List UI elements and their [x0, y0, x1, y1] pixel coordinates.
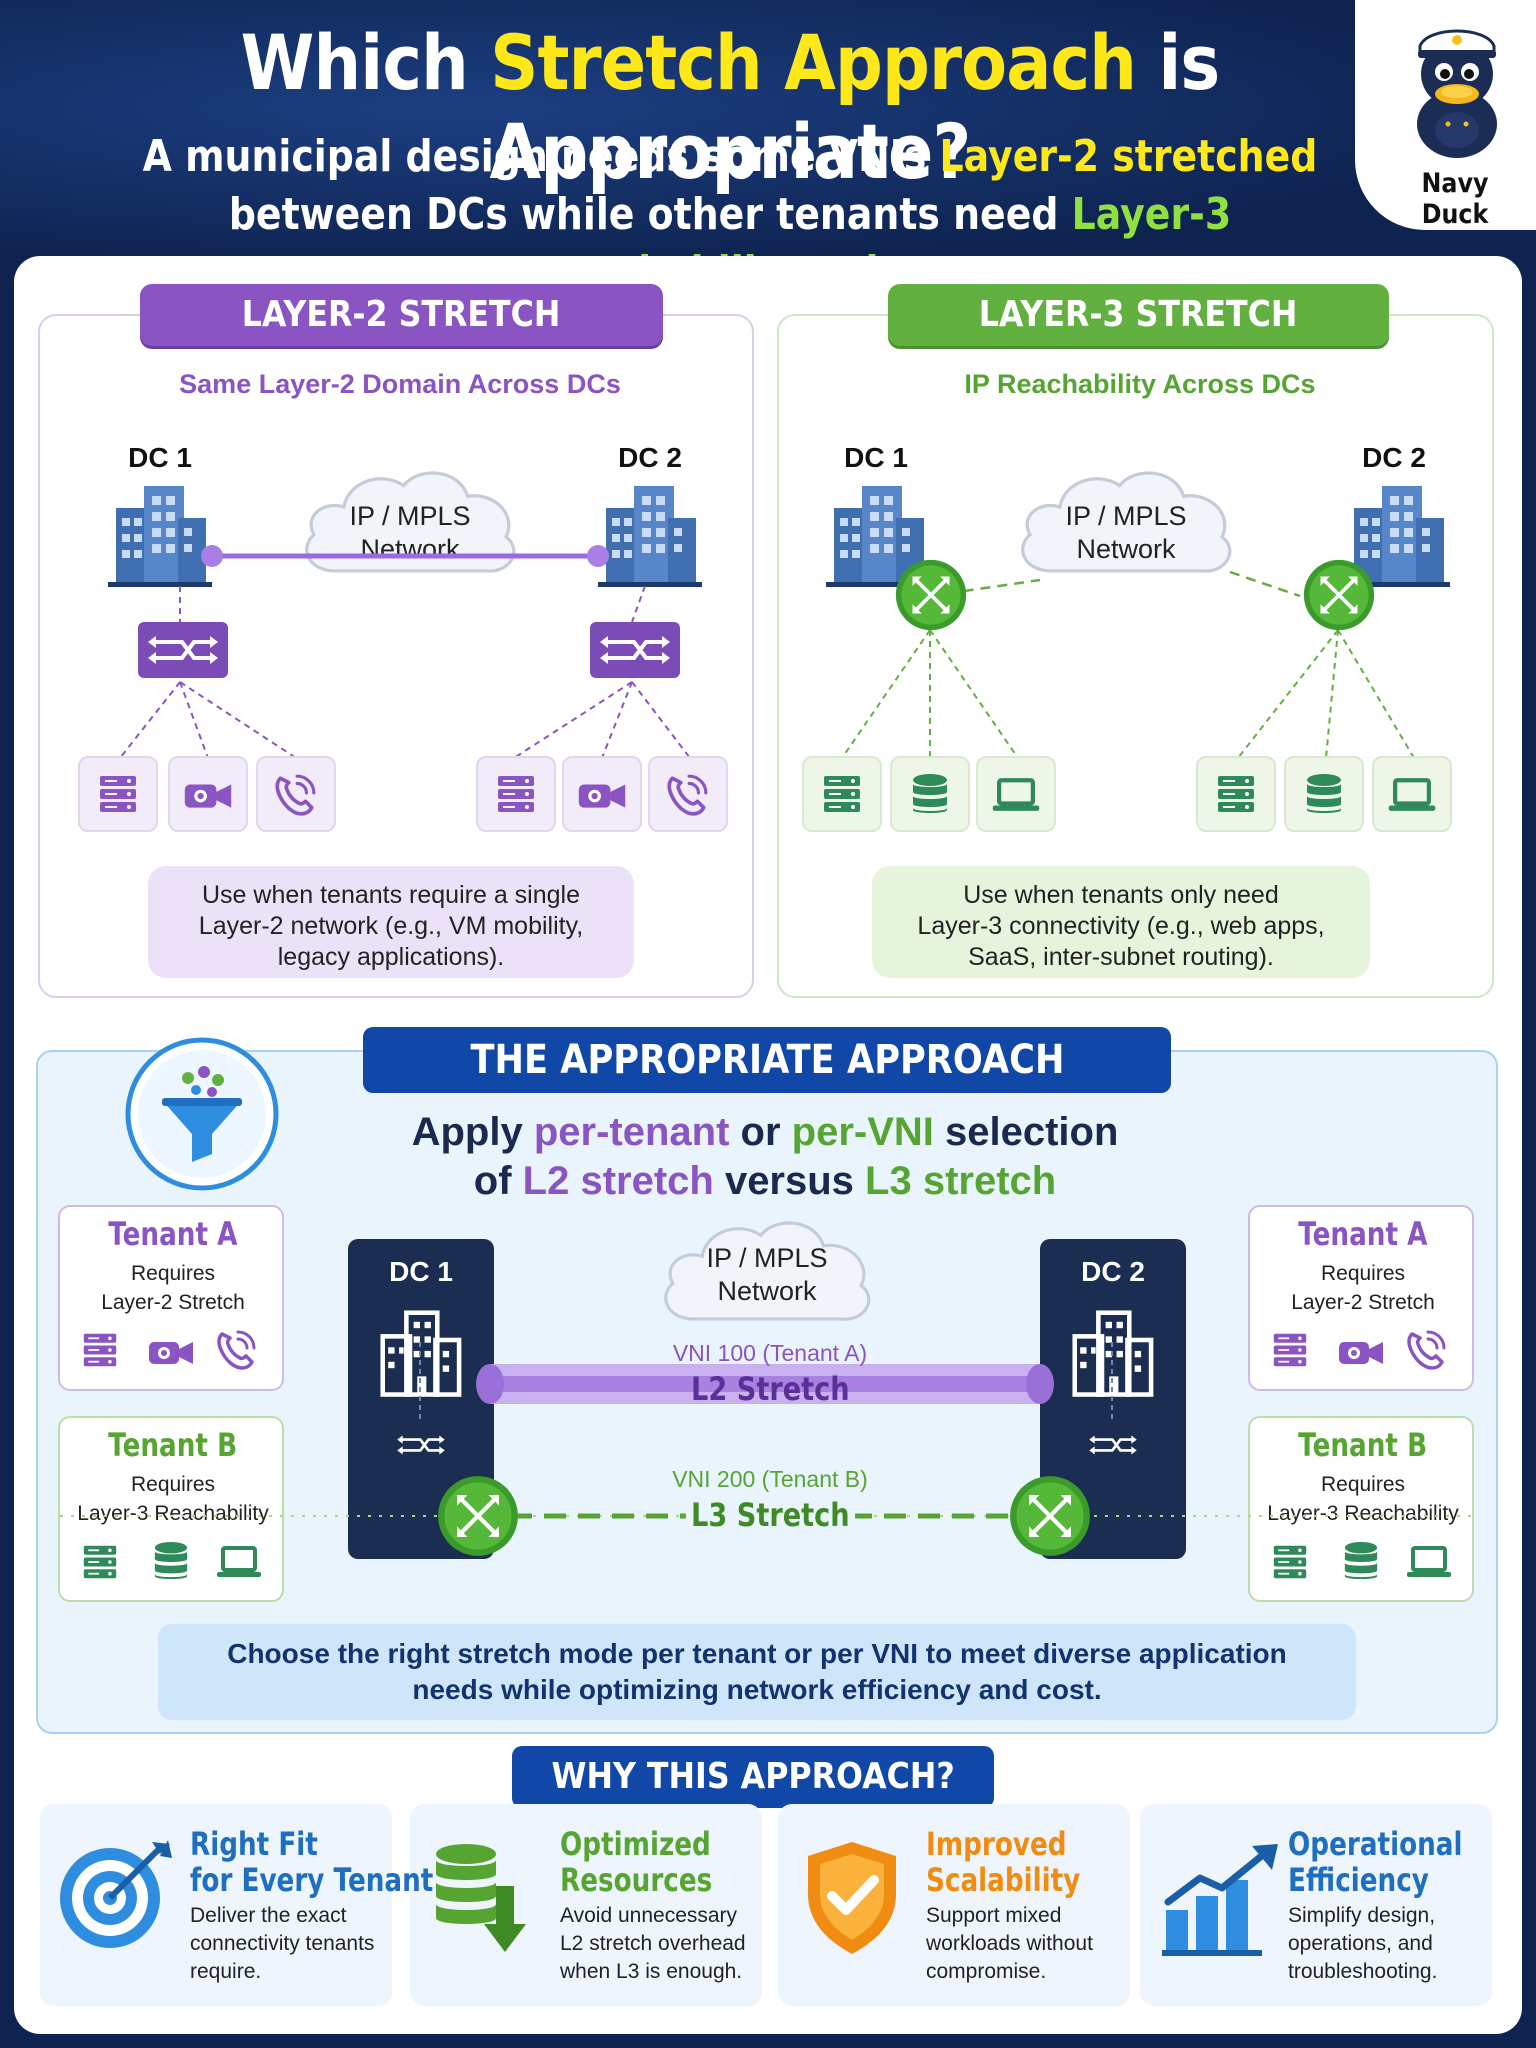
building-icon [98, 478, 216, 588]
server-icon [1272, 1330, 1308, 1370]
phone-icon [664, 772, 710, 818]
server-icon [82, 1330, 118, 1370]
growth-chart-icon [1162, 1844, 1278, 1956]
device-tile [168, 756, 248, 832]
duck-mascot-icon [1417, 29, 1497, 158]
database-down-icon [436, 1844, 526, 1952]
vni-b-label: VNI 200 (Tenant B) [672, 1466, 868, 1492]
device-tile [648, 756, 728, 832]
approach-title: THE APPROPRIATE APPROACH [363, 1027, 1171, 1093]
server-icon [822, 772, 862, 816]
switch-icon [390, 1426, 452, 1464]
server-icon [1272, 1542, 1308, 1582]
switch-icon [590, 622, 680, 678]
server-icon [496, 772, 536, 816]
approach-heading: Apply per-tenant or per-VNI selection of… [411, 1110, 1119, 1203]
phone-icon [272, 772, 318, 818]
layer3-dc1-label: DC 1 [844, 442, 908, 473]
phone-icon [1404, 1328, 1448, 1372]
target-icon [60, 1840, 172, 1948]
phone-icon [214, 1328, 258, 1372]
router-icon [436, 1474, 520, 1558]
database-icon [1304, 772, 1344, 816]
l3-stretch-label: L3 Stretch [640, 1496, 900, 1534]
l2-stretch-label: L2 Stretch [690, 1370, 850, 1408]
switch-icon [138, 622, 228, 678]
router-icon [1302, 558, 1376, 632]
database-icon [152, 1540, 190, 1582]
layer2-subtitle: Same Layer-2 Domain Across DCs [179, 369, 621, 399]
layer3-subtitle: IP Reachability Across DCs [964, 369, 1316, 399]
device-tile [1372, 756, 1452, 832]
device-tile [78, 756, 158, 832]
database-icon [910, 772, 950, 816]
server-icon [98, 772, 138, 816]
device-tile [976, 756, 1056, 832]
layer2-dc2-label: DC 2 [618, 442, 682, 473]
device-tile [256, 756, 336, 832]
server-icon [82, 1542, 118, 1582]
header-background [0, 0, 1536, 270]
page-title: Which Stretch Approach is Appropriate? [240, 18, 1221, 196]
laptop-icon [214, 1544, 264, 1580]
building-icon [370, 1300, 470, 1400]
brand-name: Navy Duck [1421, 168, 1489, 230]
router-icon [1008, 1474, 1092, 1558]
why-title: WHY THIS APPROACH? [512, 1746, 994, 1808]
building-icon [1062, 1300, 1162, 1400]
database-icon [1342, 1540, 1380, 1582]
server-icon [1216, 772, 1256, 816]
shield-check-icon [808, 1842, 896, 1954]
switch-icon [1082, 1426, 1144, 1464]
approach-note: Choose the right stretch mode per tenant… [158, 1624, 1356, 1720]
router-icon [894, 558, 968, 632]
why-card-optimized [410, 1804, 762, 2006]
dc2-tower-label: DC 2 [1081, 1256, 1145, 1287]
layer3-dc2-label: DC 2 [1362, 442, 1426, 473]
dc1-tower-label: DC 1 [389, 1256, 453, 1287]
laptop-icon [990, 776, 1042, 814]
camera-icon [146, 1334, 196, 1370]
laptop-icon [1386, 776, 1438, 814]
vni-a-label: VNI 100 (Tenant A) [672, 1340, 868, 1366]
funnel-icon [125, 1037, 279, 1191]
layer2-dc1-label: DC 1 [128, 442, 192, 473]
building-icon [588, 478, 706, 588]
layer2-title: LAYER-2 STRETCH [140, 284, 663, 346]
camera-icon [576, 776, 628, 814]
layer3-title: LAYER-3 STRETCH [888, 284, 1389, 346]
laptop-icon [1404, 1544, 1454, 1580]
camera-icon [1336, 1334, 1386, 1370]
camera-icon [182, 776, 234, 814]
